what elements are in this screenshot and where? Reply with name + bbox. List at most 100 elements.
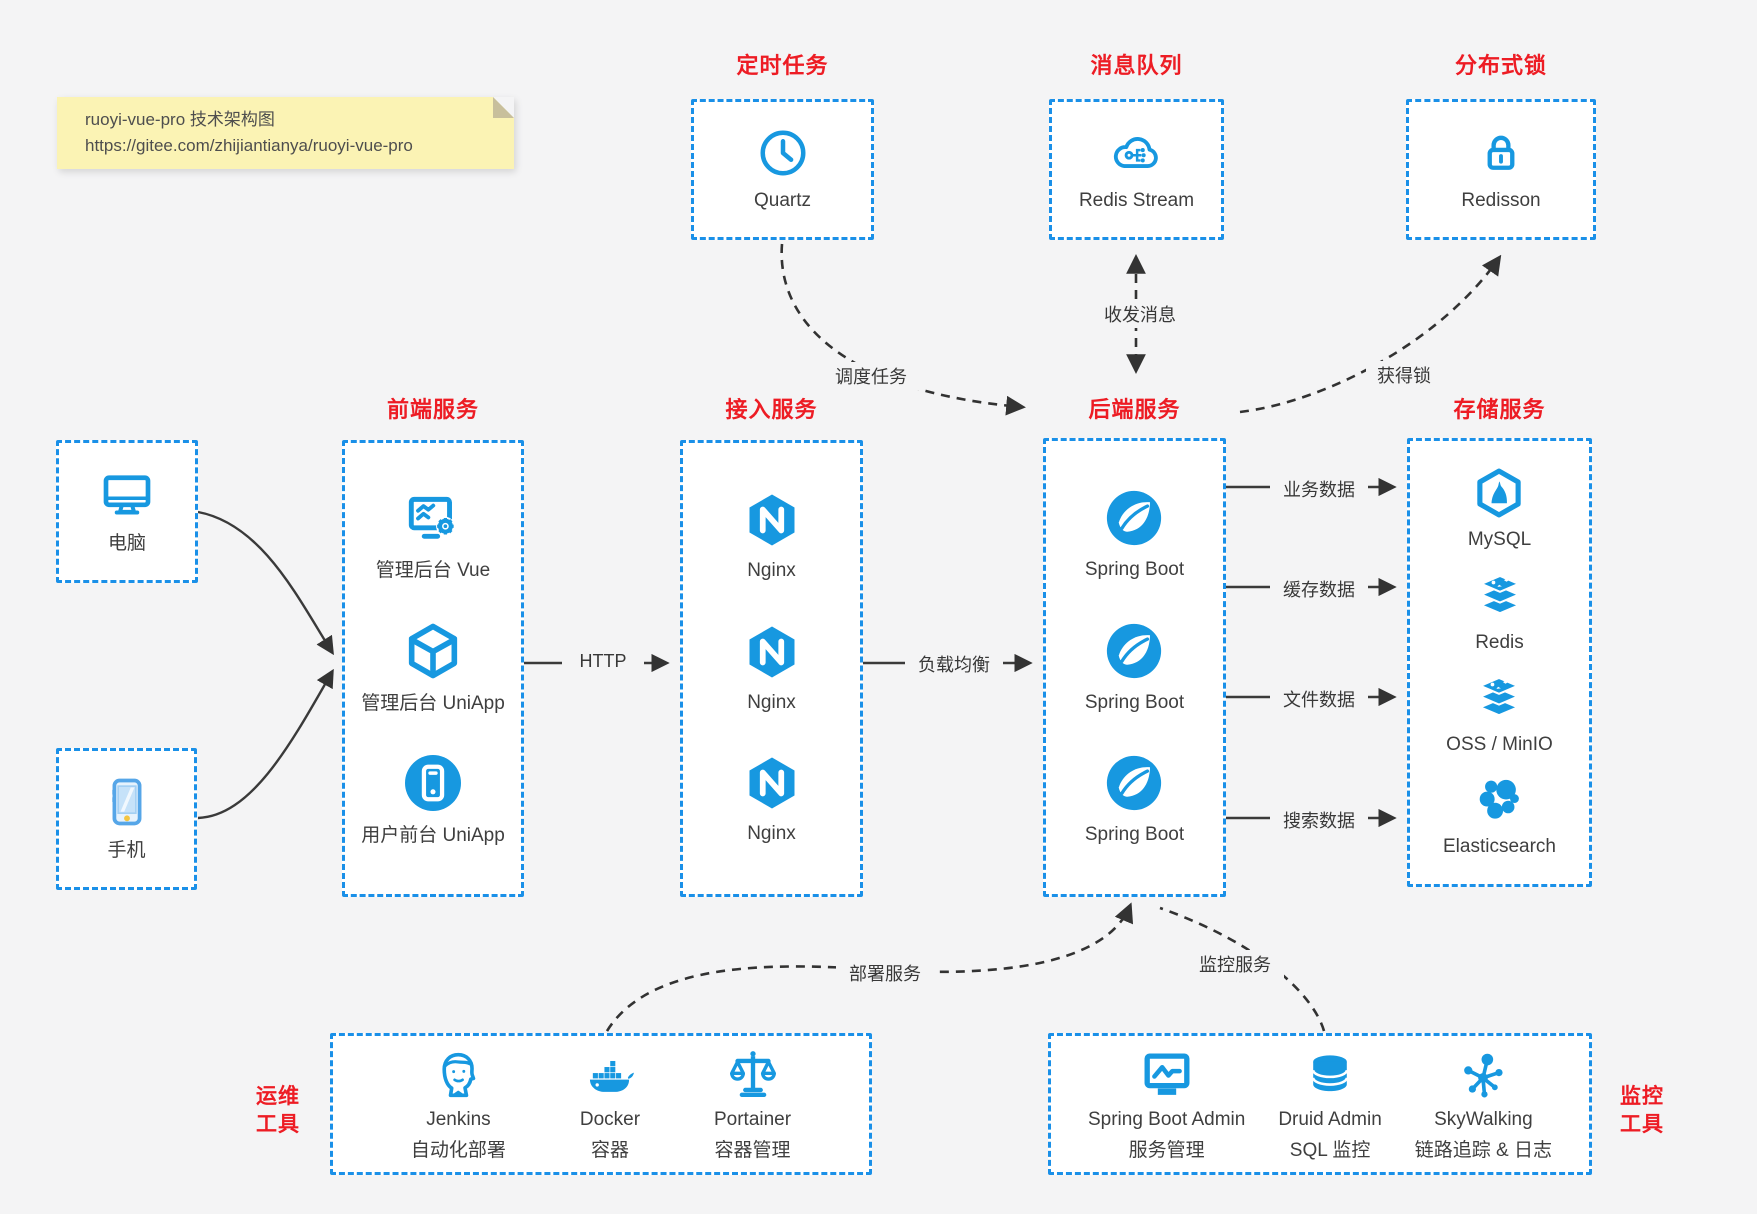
- uniapp-cube-icon: [408, 623, 458, 678]
- gateway-item-label: Nginx: [747, 822, 796, 844]
- edge-pc-to-frontend: [197, 510, 334, 656]
- smartphone-icon: [111, 778, 141, 826]
- ops-item-label: Portainer: [713, 1109, 792, 1131]
- note-fold-shadow: [493, 97, 514, 118]
- phone-box: 手机: [56, 748, 197, 890]
- monitor-tools-box: Spring Boot Admin 服务管理 Druid Admin SQL 监…: [1048, 1033, 1592, 1175]
- docker-icon: [589, 1061, 634, 1093]
- backend-item-springboot-3: Spring Boot: [1085, 752, 1184, 848]
- sticky-note: ruoyi-vue-pro 技术架构图 https://gitee.com/zh…: [57, 97, 514, 169]
- backend-box: Spring Boot Spring Boot Spring Boot: [1043, 438, 1226, 897]
- edge-label-http: HTTP: [562, 650, 644, 673]
- pc-item: 电脑: [98, 467, 156, 557]
- group-title-ops-tools: 运维 工具: [240, 1083, 316, 1140]
- group-title-storage: 存储服务: [1453, 397, 1546, 422]
- edge-label-monitor-service: 监控服务: [1186, 950, 1284, 978]
- spring-boot-admin-icon: [1144, 1053, 1190, 1095]
- storage-item-label: Elasticsearch: [1443, 835, 1556, 857]
- desktop-icon: [103, 475, 151, 515]
- gateway-box: Nginx Nginx Nginx: [680, 440, 863, 897]
- frontend-item-admin-uniapp: 管理后台 UniApp: [361, 619, 505, 717]
- user-app-icon: [404, 755, 461, 812]
- frontend-item-label: 管理后台 Vue: [375, 559, 491, 581]
- pc-label: 电脑: [107, 532, 146, 554]
- quartz-label: Quartz: [753, 189, 812, 211]
- mysql-icon: [1477, 468, 1522, 518]
- storage-box: MySQL Redis OSS / MinIO: [1407, 438, 1592, 887]
- phone-label: 手机: [107, 840, 146, 862]
- redisson-item: Redisson: [1461, 126, 1541, 214]
- monitor-title-line2: 工具: [1620, 1113, 1664, 1137]
- spring-boot-icon: [1107, 755, 1162, 810]
- ops-title-line2: 工具: [256, 1113, 300, 1137]
- storage-item-mysql: MySQL: [1468, 465, 1531, 553]
- spring-boot-icon: [1107, 623, 1162, 678]
- redis-stream-item: Redis Stream: [1079, 126, 1194, 214]
- redis-stream-label: Redis Stream: [1078, 189, 1195, 211]
- backend-item-springboot-1: Spring Boot: [1085, 487, 1184, 583]
- group-title-backend: 后端服务: [1088, 397, 1181, 422]
- edge-label-file-data: 文件数据: [1270, 685, 1368, 713]
- backend-item-label: Spring Boot: [1084, 823, 1185, 845]
- redis-stack-icon: [1479, 574, 1520, 614]
- spring-boot-icon: [1107, 491, 1162, 546]
- monitor-title-line1: 监控: [1620, 1085, 1664, 1108]
- frontend-item-label: 管理后台 UniApp: [361, 692, 505, 714]
- quartz-box: Quartz: [691, 99, 874, 240]
- frontend-item-user-uniapp: 用户前台 UniApp: [361, 751, 505, 849]
- jenkins-icon: [442, 1053, 476, 1098]
- phone-item: 手机: [99, 774, 155, 864]
- ops-title-line1: 运维: [256, 1085, 300, 1108]
- clock-icon: [760, 130, 805, 176]
- note-title: ruoyi-vue-pro 技术架构图: [85, 110, 275, 129]
- monitor-item-label: Druid Admin: [1278, 1109, 1382, 1131]
- note-url: https://gitee.com/zhijiantianya/ruoyi-vu…: [85, 136, 413, 155]
- edge-label-load-balance: 负载均衡: [905, 650, 1003, 678]
- edge-label-cache-data: 缓存数据: [1270, 575, 1368, 603]
- frontend-box: 管理后台 Vue 管理后台 UniApp 用户前台 UniApp: [342, 440, 524, 897]
- oss-stack-icon: [1479, 676, 1520, 717]
- storage-item-elasticsearch: Elasticsearch: [1443, 772, 1556, 860]
- pc-box: 电脑: [56, 440, 198, 583]
- edge-label-send-receive-message: 收发消息: [1091, 300, 1189, 328]
- cloud-network-icon: [1114, 136, 1159, 168]
- redisson-box: Redisson: [1406, 99, 1596, 240]
- padlock-icon: [1487, 135, 1515, 170]
- ops-item-sublabel: 自动化部署: [410, 1139, 506, 1161]
- database-icon: [1311, 1055, 1349, 1092]
- redisson-label: Redisson: [1461, 189, 1541, 211]
- quartz-item: Quartz: [754, 126, 811, 214]
- storage-item-redis: Redis: [1472, 568, 1528, 656]
- monitor-item-sublabel: 链路追踪 & 日志: [1414, 1139, 1553, 1161]
- monitor-item-druid: Druid Admin SQL 监控: [1278, 1046, 1382, 1162]
- edge-label-search-data: 搜索数据: [1270, 806, 1368, 834]
- monitor-item-label: Spring Boot Admin: [1087, 1109, 1246, 1131]
- frontend-item-admin-vue: 管理后台 Vue: [376, 488, 490, 584]
- monitor-item-sba: Spring Boot Admin 服务管理: [1088, 1046, 1245, 1162]
- ops-item-sublabel: 容器管理: [714, 1139, 791, 1161]
- gateway-item-label: Nginx: [747, 691, 796, 713]
- nginx-icon: [749, 757, 794, 809]
- backend-item-springboot-2: Spring Boot: [1085, 620, 1184, 716]
- ops-item-jenkins: Jenkins 自动化部署: [411, 1046, 506, 1162]
- group-title-message-queue: 消息队列: [1090, 53, 1183, 78]
- ops-item-sublabel: 容器: [590, 1139, 629, 1161]
- ops-item-label: Docker: [579, 1109, 641, 1131]
- storage-item-label: Redis: [1475, 631, 1524, 653]
- monitor-item-skywalking: SkyWalking 链路追踪 & 日志: [1415, 1046, 1552, 1162]
- ops-item-portainer: Portainer 容器管理: [714, 1046, 791, 1162]
- balance-scale-icon: [729, 1051, 776, 1098]
- group-title-scheduled-task: 定时任务: [736, 53, 829, 78]
- frontend-item-label: 用户前台 UniApp: [361, 825, 505, 847]
- group-title-monitor-tools: 监控 工具: [1604, 1083, 1680, 1140]
- gateway-item-nginx-1: Nginx: [742, 490, 802, 584]
- monitor-item-sublabel: 服务管理: [1128, 1139, 1205, 1161]
- gateway-item-nginx-3: Nginx: [742, 753, 802, 847]
- edge-label-business-data: 业务数据: [1270, 475, 1368, 503]
- group-title-distributed-lock: 分布式锁: [1454, 53, 1547, 78]
- nginx-icon: [749, 494, 794, 546]
- skywalking-network-icon: [1464, 1053, 1503, 1098]
- group-title-gateway: 接入服务: [725, 397, 818, 422]
- storage-item-label: MySQL: [1467, 529, 1532, 551]
